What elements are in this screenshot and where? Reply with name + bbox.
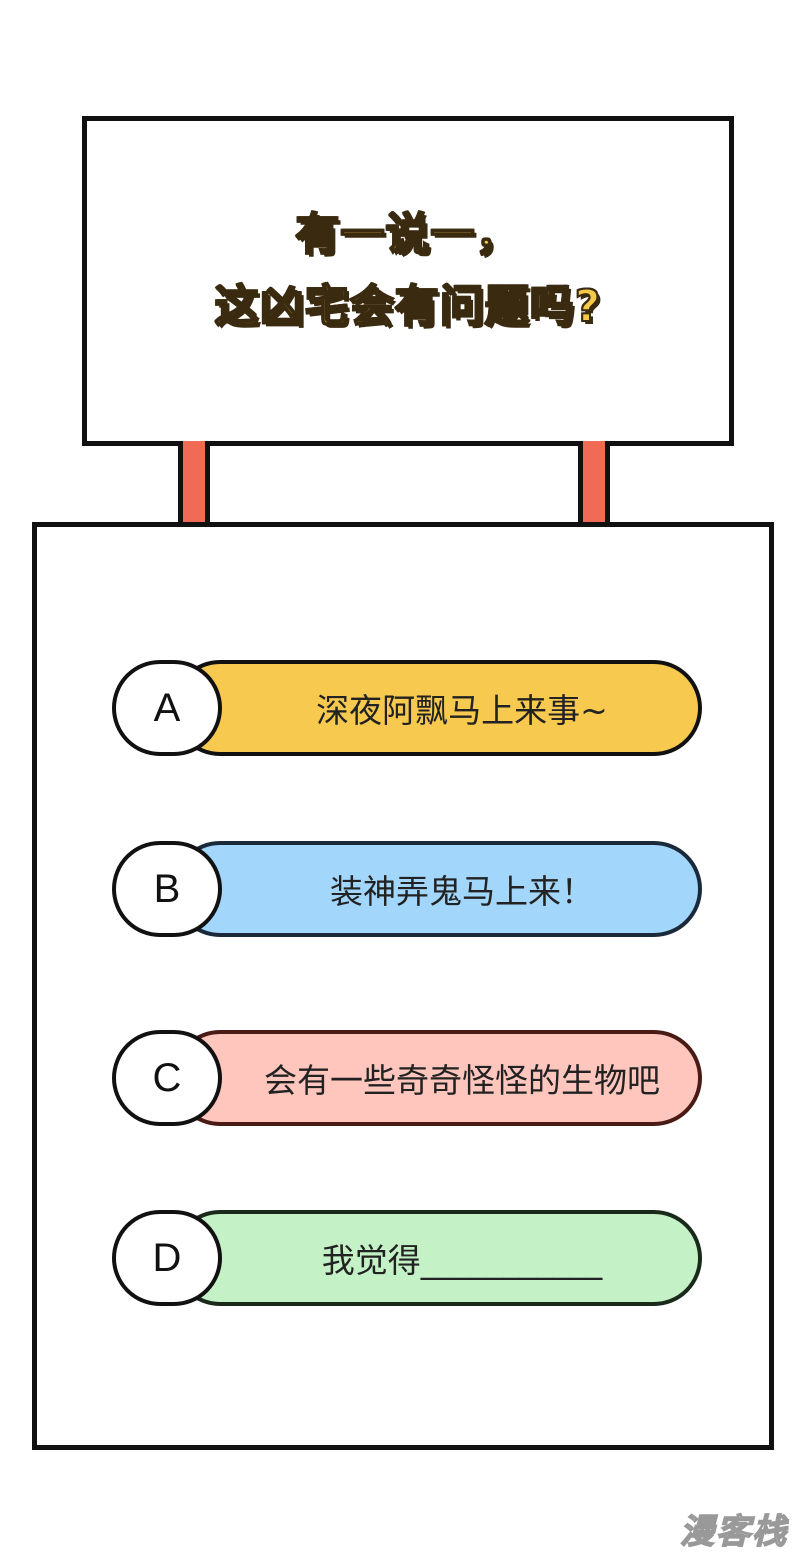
option-b-text[interactable]: 装神弄鬼马上来！ (172, 841, 702, 937)
question-title: 有一说一， 这凶宅会有问题吗? (87, 199, 729, 343)
option-b[interactable]: 装神弄鬼马上来！ B (112, 841, 702, 937)
option-d[interactable]: 我觉得___________ D (112, 1210, 702, 1306)
option-d-letter: D (112, 1210, 222, 1306)
option-c-letter: C (112, 1030, 222, 1126)
title-line-1: 有一说一， (295, 208, 521, 261)
option-a-text[interactable]: 深夜阿飘马上来事~ (172, 660, 702, 756)
question-sign: 有一说一， 这凶宅会有问题吗? (82, 116, 734, 446)
site-watermark: 漫客栈 (679, 1511, 788, 1553)
option-a-letter: A (112, 660, 222, 756)
option-d-text[interactable]: 我觉得___________ (172, 1210, 702, 1306)
sign-post-left (178, 441, 210, 523)
option-c-text[interactable]: 会有一些奇奇怪怪的生物吧 (172, 1030, 702, 1126)
sign-post-right (578, 441, 610, 523)
option-b-letter: B (112, 841, 222, 937)
option-a[interactable]: 深夜阿飘马上来事~ A (112, 660, 702, 756)
title-line-2: 这凶宅会有问题吗? (214, 280, 602, 333)
option-c[interactable]: 会有一些奇奇怪怪的生物吧 C (112, 1030, 702, 1126)
